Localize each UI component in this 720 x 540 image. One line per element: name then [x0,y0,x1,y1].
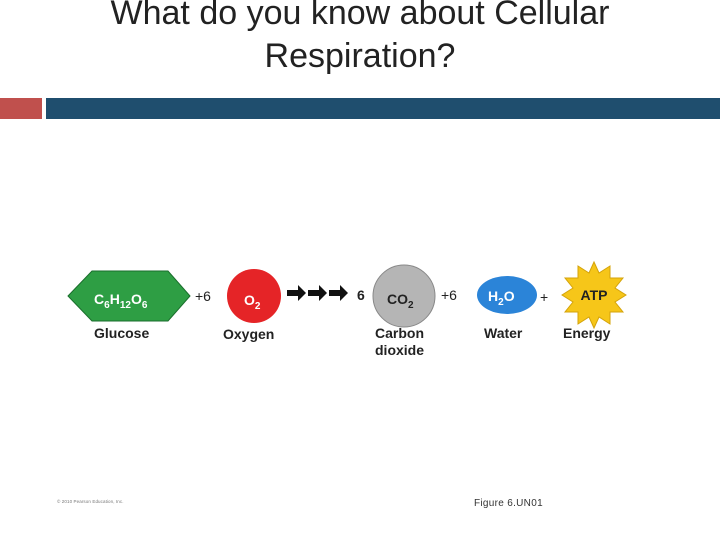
carbon-dioxide-label-line-1: Carbon [375,325,424,341]
water-formula: H2O [488,288,515,308]
oxygen-formula: O2 [244,292,261,312]
slide-title-line-2: Respiration? [264,37,456,75]
respiration-equation: C6H12O6 Glucose +6 O2 Oxygen 6 CO2 Carbo… [0,250,720,370]
oxygen-label: Oxygen [223,326,274,342]
slide-title: What do you know about Cellular Respirat… [0,0,720,78]
energy-label: Energy [563,325,611,341]
copyright-note: © 2010 Pearson Education, Inc. [57,499,124,504]
carbon-dioxide-formula: CO2 [387,291,414,311]
glucose-formula: C6H12O6 [94,291,148,311]
title-underline-bar [46,98,720,119]
slide-title-line-1: What do you know about Cellular [110,0,610,32]
water-label: Water [484,325,523,341]
title-accent-bar [0,98,42,119]
glucose-hexagon-icon [67,270,191,322]
atp-badge: ATP [581,287,608,303]
water-oval-icon [477,276,537,314]
atp-starburst-icon [561,260,627,330]
triple-arrow-icon [287,285,348,301]
co2-coefficient: 6 [357,287,365,303]
oxygen-circle-icon [227,269,281,323]
plus-six-oxygen: +6 [195,288,211,304]
plus-six-water: +6 [441,287,457,303]
carbon-dioxide-label-line-2: dioxide [375,342,424,358]
carbon-dioxide-circle-icon [372,264,436,328]
figure-caption: Figure 6.UN01 [474,498,543,509]
glucose-label: Glucose [94,325,149,341]
plus-energy: + [540,289,548,305]
